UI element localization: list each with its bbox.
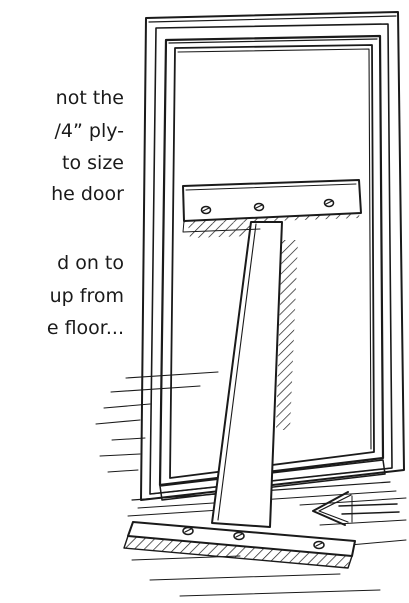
caption-line-8: e floor... [47,315,124,342]
arrow-icon [313,492,399,525]
bottom-floor-board [124,522,355,568]
caption-line-1: not the [56,85,124,112]
caption-line-3: to size [62,150,124,177]
caption-line-6: d on to [57,250,124,277]
caption-line-2: /4” ply- [55,118,124,145]
caption-line-7: up from [50,283,124,310]
brace-post [212,222,298,527]
caption-line-4: he door [51,181,124,208]
